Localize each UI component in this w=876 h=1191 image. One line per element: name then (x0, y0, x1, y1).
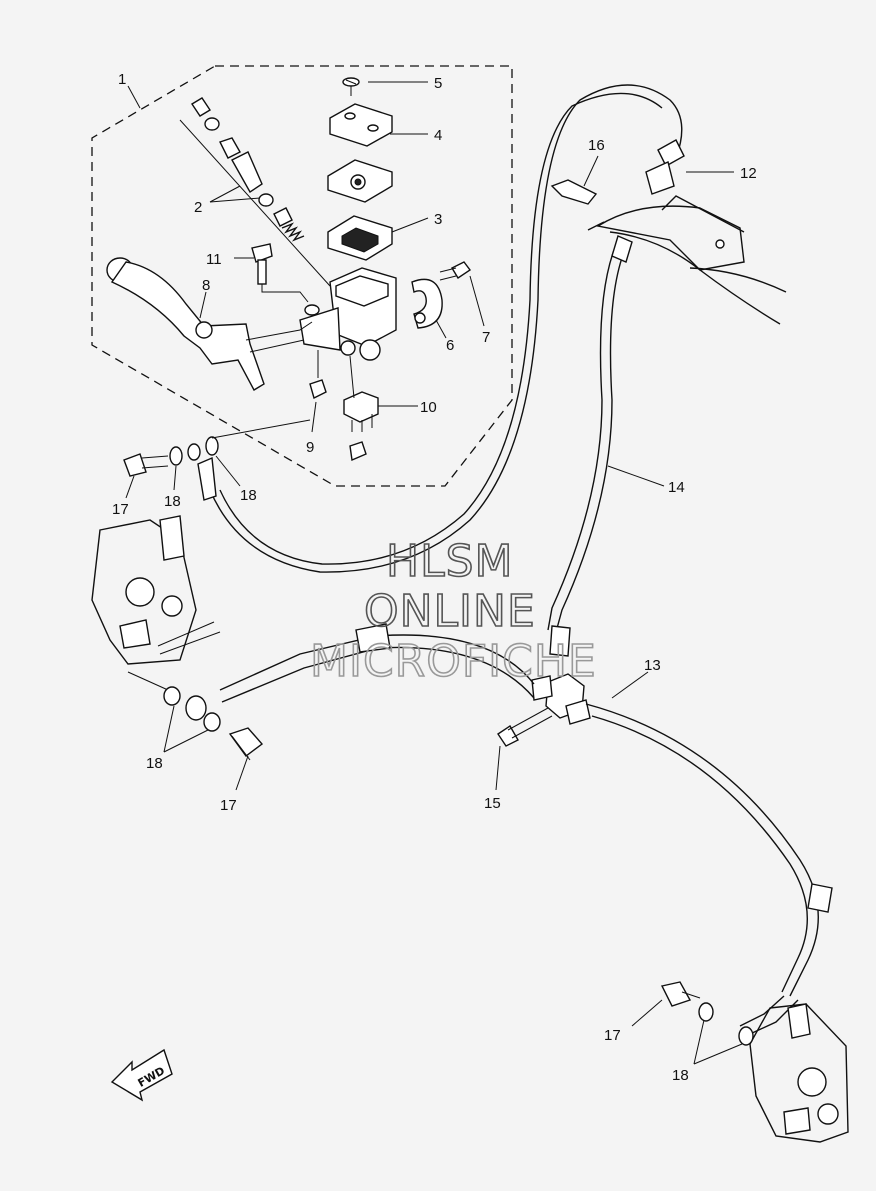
callout-18-upper-a: 18 (164, 493, 181, 510)
copper-washer-right-b[interactable] (738, 1026, 754, 1046)
assembly-boundary (91, 65, 513, 487)
clamp-bolt[interactable] (439, 261, 472, 281)
copper-washer-right-a[interactable] (698, 1002, 714, 1022)
callout-8: 8 (202, 277, 210, 294)
watermark-line-1: HLSM (386, 536, 514, 587)
callout-18-upper-b: 18 (240, 487, 257, 504)
callout-3: 3 (434, 211, 442, 228)
left-caliper-hose (185, 623, 535, 721)
hose-clip[interactable] (550, 179, 598, 205)
brake-lever[interactable] (106, 257, 313, 391)
callout-2: 2 (194, 199, 202, 216)
callout-4: 4 (434, 127, 442, 144)
watermark: HLSM ONLINE MICROFICHE (309, 535, 597, 688)
callout-17-left: 17 (220, 797, 237, 814)
callout-labels: 1 2 3 4 5 6 7 8 9 10 11 12 13 14 15 16 1… (112, 71, 757, 1084)
joint-bolt[interactable] (497, 707, 553, 747)
callout-7: 7 (482, 329, 490, 346)
callout-5: 5 (434, 75, 442, 92)
watermark-line-2: ONLINE (364, 586, 536, 637)
upper-banjo (187, 443, 217, 501)
copper-washer-left-a[interactable] (163, 686, 181, 706)
master-cylinder-kit[interactable] (179, 97, 331, 287)
callout-11: 11 (206, 251, 222, 268)
brake-hose-13 (585, 703, 833, 1035)
union-bolt-upper[interactable] (123, 453, 169, 477)
watermark-line-3: MICROFICHE (310, 636, 597, 687)
union-bolt-right[interactable] (660, 981, 701, 1007)
cover-screw[interactable] (342, 77, 360, 96)
callout-10: 10 (420, 399, 437, 416)
callout-14: 14 (668, 479, 685, 496)
callout-6: 6 (446, 337, 454, 354)
forward-arrow-icon (110, 1048, 173, 1102)
upper-hose-fitting (645, 139, 685, 195)
callout-16: 16 (588, 137, 605, 154)
forward-direction-badge: FWD (110, 1048, 173, 1102)
pivot-nut[interactable] (309, 379, 327, 400)
right-brake-caliper (749, 1003, 849, 1143)
handlebar-clamp[interactable] (411, 278, 443, 329)
master-cylinder-body[interactable] (299, 267, 397, 361)
callout-9: 9 (306, 439, 314, 456)
copper-washer-left-b[interactable] (203, 712, 221, 732)
callout-17-upper: 17 (112, 501, 129, 518)
union-bolt-left[interactable] (228, 727, 264, 761)
callout-18-right: 18 (672, 1067, 689, 1084)
callout-1: 1 (118, 71, 126, 88)
upper-brake-hose (209, 84, 683, 573)
copper-washer-upper-a[interactable] (169, 446, 183, 466)
copper-washer-upper-b[interactable] (205, 436, 219, 456)
callout-18-left: 18 (146, 755, 163, 772)
callout-12: 12 (740, 165, 757, 182)
brake-hose-14 (547, 235, 633, 657)
callout-17-right: 17 (604, 1027, 621, 1044)
callout-15: 15 (484, 795, 501, 812)
front-stop-switch[interactable] (343, 355, 379, 462)
master-cylinder-group (106, 77, 472, 462)
reservoir-cap[interactable] (329, 103, 393, 147)
lever-pivot-bolt[interactable] (251, 243, 309, 303)
frame-bracket (587, 195, 787, 325)
callout-13: 13 (644, 657, 661, 674)
brake-hose-joint[interactable] (531, 673, 591, 725)
leader-lines (125, 81, 743, 1065)
left-brake-caliper (91, 515, 221, 691)
